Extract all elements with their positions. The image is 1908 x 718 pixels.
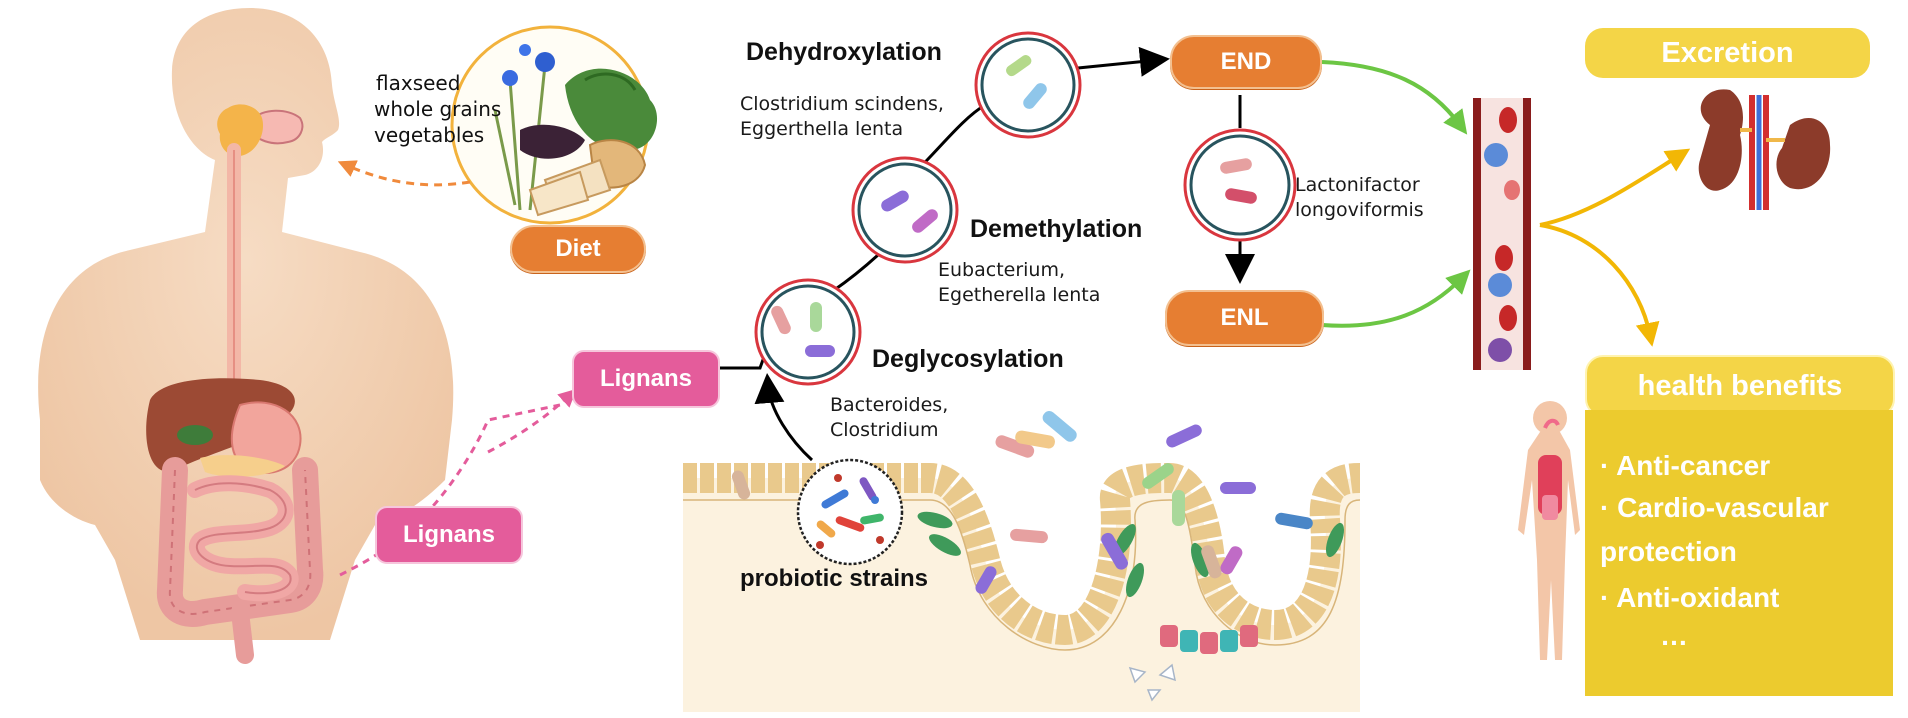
lignans-label-intestine: Lignans xyxy=(572,350,720,408)
bacteria-name: Egetherella lenta xyxy=(938,283,1101,306)
deglycosylation-circle xyxy=(754,278,862,386)
dehydroxylation-circle xyxy=(974,31,1082,139)
intestinal-epithelium-illustration xyxy=(683,462,1361,712)
blood-to-benefits-arrow xyxy=(1539,223,1660,347)
lignans-label-gut: Lignans xyxy=(375,506,523,564)
dehydroxylation-to-end-arrow xyxy=(1077,46,1170,77)
bacteria-name: longoviformis xyxy=(1295,198,1424,221)
lactonifactor-circle xyxy=(1183,128,1297,242)
enl-to-blood-arrow xyxy=(1321,269,1471,328)
bacteria-name: Bacteroides, xyxy=(830,394,949,416)
end-to-blood-arrow xyxy=(1321,60,1468,135)
benefit-protection: protection xyxy=(1600,536,1737,567)
excretion-label: Excretion xyxy=(1585,28,1870,78)
bacteria-name: Eubacterium, xyxy=(938,259,1066,281)
bacteria-name: Clostridium xyxy=(830,418,939,441)
benefit-anti-cancer: · Anti-cancer xyxy=(1600,450,1771,481)
diet-food-list: flaxseed whole grains vegetables xyxy=(374,70,501,148)
blood-vessel-illustration xyxy=(1473,98,1531,370)
food-vegetables: vegetables xyxy=(374,123,485,147)
bacteria-name: Lactonifactor xyxy=(1295,174,1420,196)
human-organs-illustration xyxy=(1518,401,1580,660)
food-whole-grains: whole grains xyxy=(374,97,502,121)
gut-to-lignans-arrow xyxy=(339,403,561,577)
bacteria-demethylation: Eubacterium, Egetherella lenta xyxy=(938,258,1100,307)
step-demethylation: Demethylation xyxy=(970,215,1143,243)
benefit-cardio-vascular: · Cardio-vascular xyxy=(1600,492,1829,523)
end-product: END xyxy=(1170,35,1322,89)
kidney-illustration xyxy=(1698,89,1831,210)
probiotic-strains-label: probiotic strains xyxy=(740,565,929,592)
diet-food-illustration xyxy=(450,25,658,225)
step-deglycosylation: Deglycosylation xyxy=(872,345,1064,373)
diet-label: Diet xyxy=(510,225,646,273)
bacteria-name: Clostridium scindens, xyxy=(740,93,944,115)
lumen-bacteria xyxy=(731,411,1313,594)
probiotic-to-pathway-arrow xyxy=(754,373,814,462)
human-body-illustration xyxy=(38,8,454,664)
food-flaxseed: flaxseed xyxy=(376,71,461,95)
enl-product: ENL xyxy=(1165,290,1324,346)
benefit-anti-oxidant: · Anti-oxidant xyxy=(1600,582,1780,613)
step-dehydroxylation: Dehydroxylation xyxy=(746,38,942,66)
demethylation-circle xyxy=(851,156,959,264)
benefit-more: … xyxy=(1660,620,1688,651)
bacteria-lactonifactor: Lactonifactor longoviformis xyxy=(1295,173,1424,222)
health-benefits-title: health benefits xyxy=(1585,355,1895,417)
health-benefits-box xyxy=(1585,410,1893,696)
bacteria-dehydroxylation: Clostridium scindens, Eggerthella lenta xyxy=(740,92,944,141)
blood-to-excretion-arrow xyxy=(1539,148,1691,227)
bacteria-name: Eggerthella lenta xyxy=(740,117,904,140)
bacteria-deglycosylation: Bacteroides, Clostridium xyxy=(830,393,948,442)
probiotic-strains-circle xyxy=(796,458,904,566)
diet-to-mouth-arrow xyxy=(337,160,471,187)
